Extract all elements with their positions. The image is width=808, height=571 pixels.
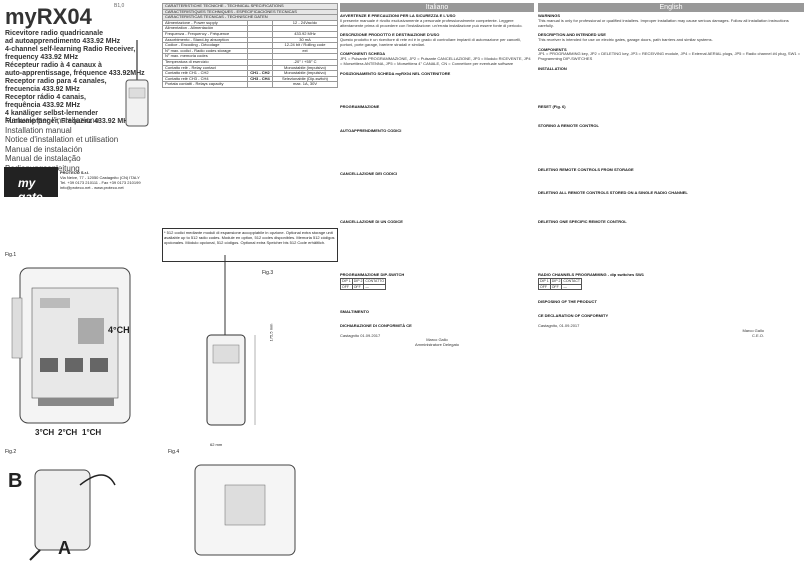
it-section-text: Questo prodotto è un ricevitore di rete … [340,36,522,47]
spec-table: CARATTERISTICHE TECNICHE - TECHNICAL SPE… [162,3,338,88]
it-section-title: AVVERTENZE E PRECAUZIONI PER LA SICUREZZ… [340,14,456,18]
step-a-label: A [58,538,71,558]
en-section-title: WARNINGS [538,14,560,18]
en-section-title: RESET (Fig. 6) [538,104,566,110]
it-section-title: COMPONENTI SCHEDA [340,51,386,57]
en-section-title: COMPONENTS [538,46,567,52]
company-web: info@proteco.net - www.proteco.net [60,185,124,190]
en-section-text: This manual is only for professional or … [538,17,789,28]
company-name: PROTECO S.r.l. [60,170,90,175]
revision-label: B1,0 [114,3,125,9]
antenna-mount-diagram [194,464,296,556]
receiver-device-image [125,40,149,127]
step-b-label: B [8,470,23,492]
en-section-title: DISPOSING OF THE PRODUCT [538,299,597,305]
ch1-label: 1°CH [82,428,102,437]
english-instructions: WARNINGS This manual is only for profess… [538,14,804,566]
en-section-title: DELETING ONE SPECIFIC REMOTE CONTROL [538,219,627,225]
en-section-title: CE DECLARATION OF CONFORMITY [538,313,609,319]
company-address: PROTECO S.r.l. Via Neive, 77 - 12050 Cas… [60,170,160,190]
it-place-date: Castagnito 01.09.2017 [340,332,381,338]
spec-value: -20° / +55° C [272,58,338,66]
ch3-label: 3°CH [35,428,55,437]
ch34-label: CH3 - CH4 [247,75,273,83]
it-section-title: DICHIARAZIONE DI CONFORMITÀ CE [340,323,412,328]
ch2-label: 2°CH [58,428,78,437]
antenna-enclosure-diagram [206,255,256,426]
product-title: myRX04 [5,4,92,29]
en-section-text: JP1 = PROGRAMMING key, JP2 = DELETING ke… [538,51,801,62]
en-signer: Marco Gallo [742,327,764,333]
italian-instructions: AVVERTENZE E PRECAUZIONI PER LA SICUREZZ… [340,14,534,566]
it-section-title: CANCELLAZIONE DI UN CODICE [340,219,403,225]
manual-language-line: Installation manual [5,125,72,135]
en-section-title: STORING A REMOTE CONTROL [538,123,599,129]
ch4-label: 4°CH [108,325,130,335]
spec-value: Monostabile (impulsivo) [272,64,338,72]
spec-label: Portata contatti - Relays capacity [162,81,248,88]
it-section-title: AUTOAPPRENDIMENTO CODICI [340,128,402,134]
it-section-text: JP1 = Pulsante PROGRAMMAZIONE, JP2 = Pul… [340,56,531,66]
en-signer-role: C.E.O. [751,332,764,338]
en-section-title: DELETING ALL REMOTE CONTROLS STORED ON A… [538,190,688,196]
it-section-title: SMALTIMENTO [340,308,369,314]
brand-logo: my gate [4,167,58,204]
en-section-title: INSTALLATION [538,65,567,71]
en-section-title: DESCRIPTION AND INTENDED USE [538,32,606,38]
it-signer-role: Amministratore Delegato [414,342,460,348]
product-name-line: Receptor rádio 4 canais, [5,94,86,101]
manual-language-line: Manual de instalação [5,154,81,163]
manual-language-line: Manuale per l'installazione [5,116,100,125]
product-name-line: 4-channel self-learning Radio Receiver, [5,46,136,53]
height-dimension: 175,5 mm [268,323,274,342]
company-street: Via Neive, 77 - 12050 Castagnito (CN) IT… [60,175,140,180]
expansion-note: * 512 codici mediante moduli di espansio… [162,228,338,262]
fig2-label: Fig.2 [5,449,17,455]
spec-value [272,25,338,32]
it-section-text: Il presente manuale è rivolto esclusivam… [340,17,523,28]
it-section-title: PROGRAMMAZIONE DIP-SWITCH [340,272,405,278]
it-section-title: PROGRAMMAZIONE [340,104,380,110]
company-phone: Tel. +39 0173 210111 - Fax +39 0173 2101… [60,180,141,185]
italian-header: Italiano [340,3,534,12]
product-name-line: auto-apprentissage, fréquence 433.92MHz [5,70,145,77]
spec-value: 12 - 24Vac/dc [272,19,338,27]
it-signer: Marco Gallo [426,337,448,343]
spec-value: Selezionabile (Dip-switch) [272,75,338,83]
fig4-label: Fig.4 [168,449,180,455]
manual-language-line: Notice d'installation et utilisation [5,135,119,144]
manual-languages: Manuale per l'installazione Installation… [5,116,125,173]
width-dimension: 62 mm [210,442,223,447]
en-place-date: Castagnito, 01.09.2017 [538,323,580,328]
product-name-line: Ricevitore radio quadricanale [5,30,104,37]
product-name-line: frequency 433.92 MHz [5,54,79,61]
product-name-line: Funkempfänger, Frequenz 433.92 MHz [5,118,132,125]
product-name-line: 4 kanäliger selbst-lernender [5,110,98,117]
product-name-line: frecuencia 433.92 MHz [5,86,80,93]
spec-value: max. 1A, 30V [272,81,338,88]
product-name-line: frequência 433.92 MHz [5,102,81,109]
product-names: Ricevitore radio quadricanale ad autoapp… [5,30,157,126]
circuit-board-diagram [11,267,131,424]
fig3-label: Fig.3 [262,270,274,276]
it-section-title: CANCELLAZIONE DEI CODICI [340,171,398,177]
product-name-line: Receptor radio para 4 canales, [5,78,107,85]
en-section-title: RADIO CHANNELS PROGRAMMING - dip switche… [538,272,645,278]
product-name-line: Récepteur radio à 4 canaux à [5,62,102,69]
spec-title: CARACTERISTICAS TECNICAS - TECHNISCHE DA… [162,14,338,21]
en-section-text: This receiver is intended for use on ele… [538,36,713,42]
english-header: English [538,3,804,12]
product-name-line: ad autoapprendimento 433.92 MHz [5,38,121,45]
manual-language-line: Manual de instalación [5,144,83,154]
it-section-title: POSIZIONAMENTO SCHEDA myRX04 NEL CONTENI… [340,70,451,76]
en-section-title: DELETING REMOTE CONTROLS FROM STORAGE [538,166,634,172]
fig1-label: Fig.1 [5,252,17,258]
spec-value: Monostabile (impulsivo) [272,70,338,77]
opening-case-diagram [29,469,116,561]
it-section-title: DESCRIZIONE PRODOTTO E DESTINAZIONE D'US… [340,32,440,38]
